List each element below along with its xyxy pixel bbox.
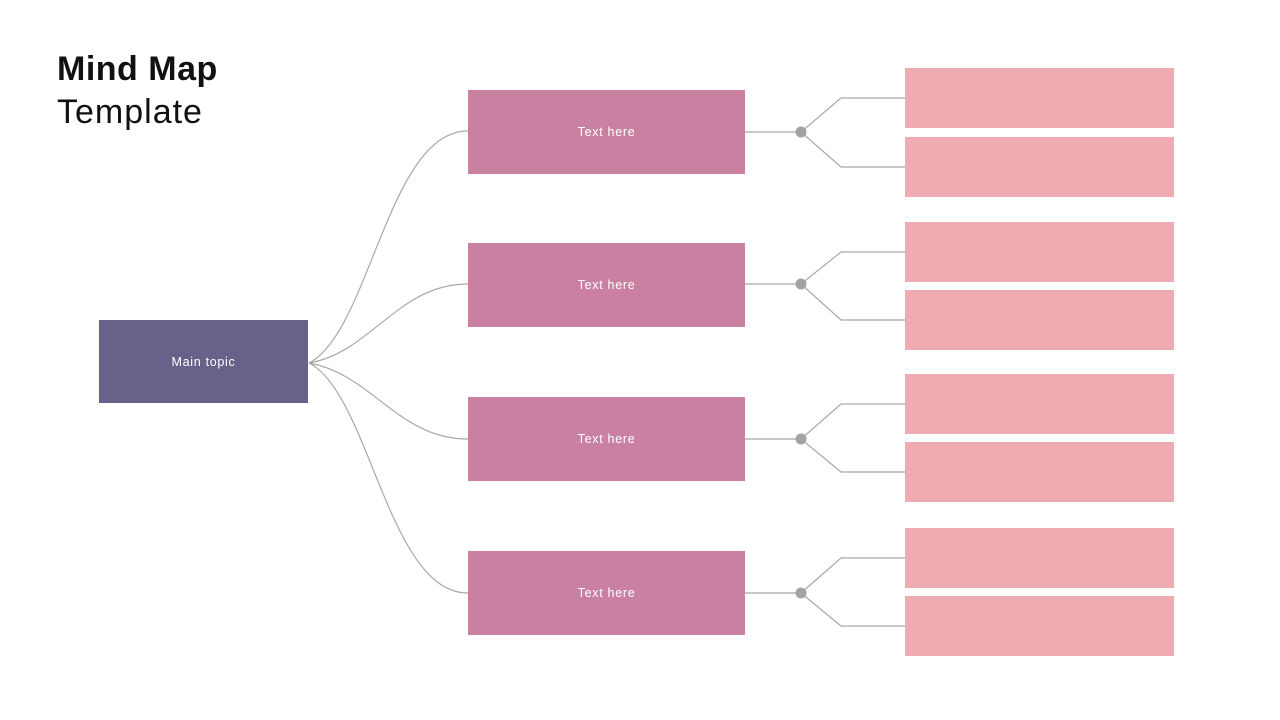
connector-lines	[308, 97, 905, 627]
branch-node-label: Text here	[577, 125, 636, 139]
branch-node-label: Text here	[577, 432, 636, 446]
page-title-line2: Template	[57, 93, 203, 131]
curve-main-to-branch-2	[308, 283, 469, 364]
child-node-3a[interactable]	[905, 374, 1174, 434]
curve-main-to-branch-1	[308, 130, 469, 364]
child-node-3b[interactable]	[905, 442, 1174, 502]
branch-2-fork-lower	[800, 283, 905, 321]
curve-main-to-branch-4	[308, 362, 469, 594]
child-node-1b[interactable]	[905, 137, 1174, 197]
child-node-4a[interactable]	[905, 528, 1174, 588]
branch-node-1[interactable]: Text here	[468, 90, 745, 174]
branch-4-fork-lower	[800, 592, 905, 627]
branch-1-fork-upper	[800, 97, 905, 133]
child-node-2b[interactable]	[905, 290, 1174, 350]
branch-4-fork-upper	[800, 557, 905, 594]
branch-node-label: Text here	[577, 586, 636, 600]
branch-node-2[interactable]: Text here	[468, 243, 745, 327]
branch-node-label: Text here	[577, 278, 636, 292]
branch-3-fork-upper	[800, 403, 905, 440]
page-title: Mind Map Template	[57, 48, 218, 134]
branch-2-dot	[795, 278, 807, 290]
branch-3-dot	[795, 433, 807, 445]
child-node-1a[interactable]	[905, 68, 1174, 128]
branch-2-fork-upper	[800, 251, 905, 285]
page-title-line1: Mind Map	[57, 50, 218, 88]
branch-1-fork-lower	[800, 131, 905, 168]
curve-main-to-branch-3	[308, 362, 469, 440]
child-node-2a[interactable]	[905, 222, 1174, 282]
connector-dots	[795, 126, 807, 599]
main-topic-node[interactable]: Main topic	[99, 320, 308, 403]
branch-1-dot	[795, 126, 807, 138]
branch-node-4[interactable]: Text here	[468, 551, 745, 635]
branch-4-dot	[795, 587, 807, 599]
branch-node-3[interactable]: Text here	[468, 397, 745, 481]
main-topic-label: Main topic	[171, 354, 236, 369]
branch-3-fork-lower	[800, 438, 905, 473]
child-node-4b[interactable]	[905, 596, 1174, 656]
